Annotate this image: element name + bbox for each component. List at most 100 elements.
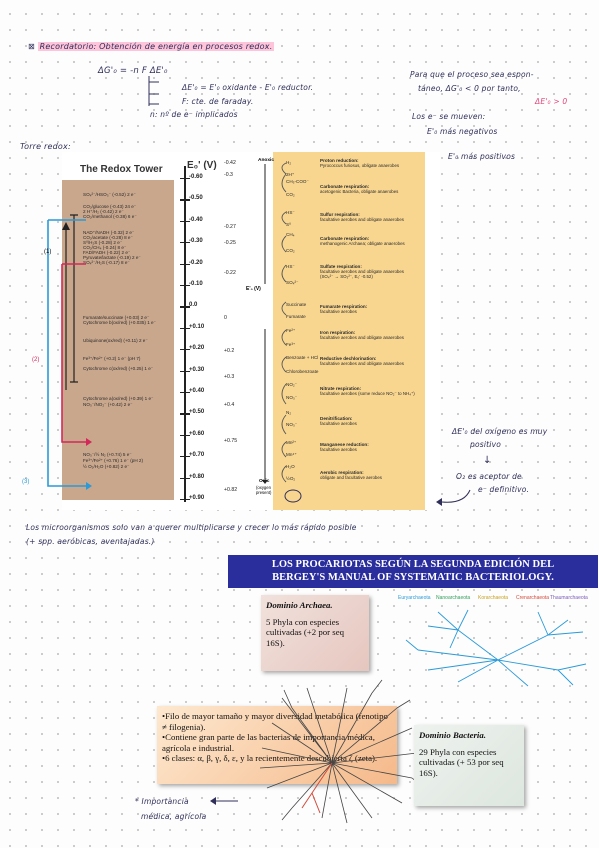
scale-value: +0.20 — [189, 345, 205, 352]
spontaneity-note-2: táneo, ΔG'₀ < 0 por tanto, — [418, 84, 521, 93]
process-description: facultative aerobes — [320, 447, 357, 453]
scale-value: +0.60 — [189, 430, 205, 437]
process-description: facultative aerobes and obligate anaerob… — [320, 361, 404, 367]
archaea-box: Dominio Archaea. 5 Phyla con especies cu… — [261, 595, 369, 671]
redox-species-label: NO₂⁻ — [286, 382, 298, 387]
scale-tick — [180, 370, 190, 372]
redox-species-label: S⁰ — [286, 222, 291, 227]
bottom-note-2: (+ spp. aeróbicas, aventajadas.) — [26, 537, 155, 546]
redox-species-label: Benzoate + HCl — [286, 355, 319, 360]
redox-species-label: CH₄ — [286, 232, 295, 237]
electron-flow-negative: E'₀ más negativos — [427, 127, 498, 136]
process-entry: Carbonate respiration:methanogenic Archa… — [320, 236, 418, 246]
archaea-text: 5 Phyla con especies cultivadas (+2 por … — [266, 616, 345, 648]
midpoint-value: +0.75 — [224, 438, 238, 444]
redox-species-label: NO₃⁻ — [286, 422, 298, 427]
midpoint-value: +0.4 — [224, 402, 235, 408]
scale-tick — [180, 263, 190, 265]
process-entry: Proton reduction:Pyrococcus furiosus, ob… — [320, 158, 418, 168]
e0-axis-title: E₀' (V) — [187, 160, 217, 171]
redox-couple: 2 H⁺/H₂ (-0.42) 2 e⁻ — [83, 209, 124, 214]
redox-couple: CO₂/acetate (-0.28) 8 e⁻ — [83, 235, 133, 240]
process-description: obligate and facultative aerobes — [320, 475, 383, 481]
e0-axis-line — [184, 166, 186, 502]
bacteria-text: 29 Phyla con especies cultivadas (+ 53 p… — [419, 746, 504, 778]
redox-species-label: Succinate — [286, 302, 307, 307]
process-name: Sulfate respiration: — [320, 264, 362, 269]
header-note: ⊠ Recordatorio: Obtención de energía en … — [28, 42, 275, 51]
process-description: facultative aerobes (some reduce NO₂⁻ to… — [320, 391, 415, 397]
redox-species-label: CO₂ — [286, 248, 295, 253]
scale-value: +0.70 — [189, 452, 205, 459]
electron-flow-arrows — [47, 214, 92, 490]
redox-species-label: H₂O — [286, 464, 295, 469]
scale-tick — [180, 499, 190, 501]
redox-couple: FAD/FADH (-0.22) 2 e⁻ — [83, 250, 131, 255]
redox-couple: NO₃⁻/½ N₂ (+0.74) 5 e⁻ — [83, 452, 132, 457]
redox-couple: Cytochrome a(ox/red) (+0.39) 1 e⁻ — [83, 396, 154, 401]
redox-couple: Fumarate/succinate (+0.03) 2 e⁻ — [83, 315, 150, 320]
redox-species-label: NO₃⁻ — [286, 395, 298, 400]
redox-couple: SO₄²⁻/H₂S (-0.17) 8 e⁻ — [83, 260, 130, 265]
scale-tick — [180, 327, 190, 329]
tree-group-label: Nanoarchaeota — [436, 595, 470, 601]
species-connectors — [281, 162, 287, 483]
redox-couple: ½ O₂/H₂O (+0.82) 2 e⁻ — [83, 464, 130, 469]
midpoint-value: -0.25 — [224, 240, 236, 246]
redox-species-label: CO₂ — [286, 192, 295, 197]
equation-n: n: nº de e⁻ implicados — [150, 110, 238, 119]
process-entry: Sulfate respiration:facultative aerobes … — [320, 264, 418, 280]
anoxic-label: Anoxic — [258, 158, 274, 163]
curved-arrow-icon — [436, 489, 471, 506]
scale-value: -0.60 — [189, 174, 203, 180]
redox-species-label: SO₄²⁻ — [286, 280, 299, 285]
banner-line-2: BERGEY'S MANUAL OF SYSTEMATIC BACTERIOLO… — [272, 571, 554, 583]
scale-tick — [180, 456, 190, 458]
electron-flow-note: Los e⁻ se mueven: — [412, 112, 486, 121]
process-name: Fumarate respiration: — [320, 304, 368, 309]
down-arrow-icon: ↓ — [483, 455, 492, 466]
spontaneity-note-1: Para que el proceso sea espon- — [410, 70, 534, 79]
process-entry: Nitrate respiration:facultative aerobes … — [320, 386, 418, 396]
redox-couples-panel — [62, 180, 174, 500]
midpoint-value: -0.3 — [224, 172, 233, 178]
redox-species-label: H₂ — [286, 160, 292, 165]
process-name: Sulfur respiration: — [320, 212, 360, 217]
anoxic-oxic-divider — [262, 164, 268, 484]
tree-branches — [259, 679, 422, 824]
redox-couple: Fe³⁺/Fe²⁺ (+0.76) 1 e⁻ (pH 2) — [83, 458, 143, 463]
scale-value: +0.80 — [189, 473, 205, 480]
oxygen-circle — [284, 489, 302, 503]
process-entry: Sulfur respiration:facultative aerobes a… — [320, 212, 418, 222]
redox-species-label: HS⁻ — [286, 210, 295, 215]
process-description: facultative aerobes and obligate anaerob… — [320, 335, 404, 341]
redox-couple: S⁰/H₂S (-0.28) 2 e⁻ — [83, 240, 123, 245]
scale-value: +0.50 — [189, 409, 205, 416]
redox-couple: CO₂/glucose (-0.43) 24 e⁻ — [83, 204, 137, 209]
importance-note-2: médica, agrícola — [141, 812, 207, 821]
scale-value: +0.40 — [189, 388, 205, 394]
redox-tower-title: The Redox Tower — [80, 164, 163, 175]
midpoint-value: -0.22 — [224, 270, 236, 276]
redox-species-label: N₂ — [286, 410, 292, 415]
redox-couple: Fe³⁺/Fe²⁺ (+0.2) 1 e⁻ (pH 7) — [83, 356, 141, 361]
scale-tick — [180, 285, 190, 287]
redox-couple: Cytochrome c(ox/red) (+0.25) 1 e⁻ — [83, 366, 154, 371]
scale-value: -0.20 — [189, 259, 203, 266]
redox-species-label: Mn²⁺ — [286, 440, 297, 445]
equation-delta-e: ΔE'₀ = E'₀ oxidante - E'₀ reductor. — [182, 83, 314, 92]
scale-tick — [180, 178, 190, 180]
electron-flow-positive: E'₀ más positivos — [448, 152, 516, 161]
redox-couple: Pyruvate/lactate (-0.19) 2 e⁻ — [83, 255, 141, 260]
process-description: Pyrococcus furiosus, obligate anaerobes — [320, 163, 400, 169]
process-name: Manganese reduction: — [320, 442, 369, 447]
process-description: facultative aerobes — [320, 309, 357, 315]
respiration-panel — [273, 152, 425, 510]
redox-species-label: HS⁻ — [286, 264, 295, 269]
process-entry: Iron respiration:facultative aerobes and… — [320, 330, 418, 340]
process-description: acetogenic Bacteria, obligate anaerobes — [320, 189, 399, 195]
scale-tick — [180, 220, 190, 222]
process-entry: Reductive dechlorination:facultative aer… — [320, 356, 418, 366]
bracket-label-1: (1) — [44, 249, 52, 255]
scale-tick — [180, 392, 190, 394]
